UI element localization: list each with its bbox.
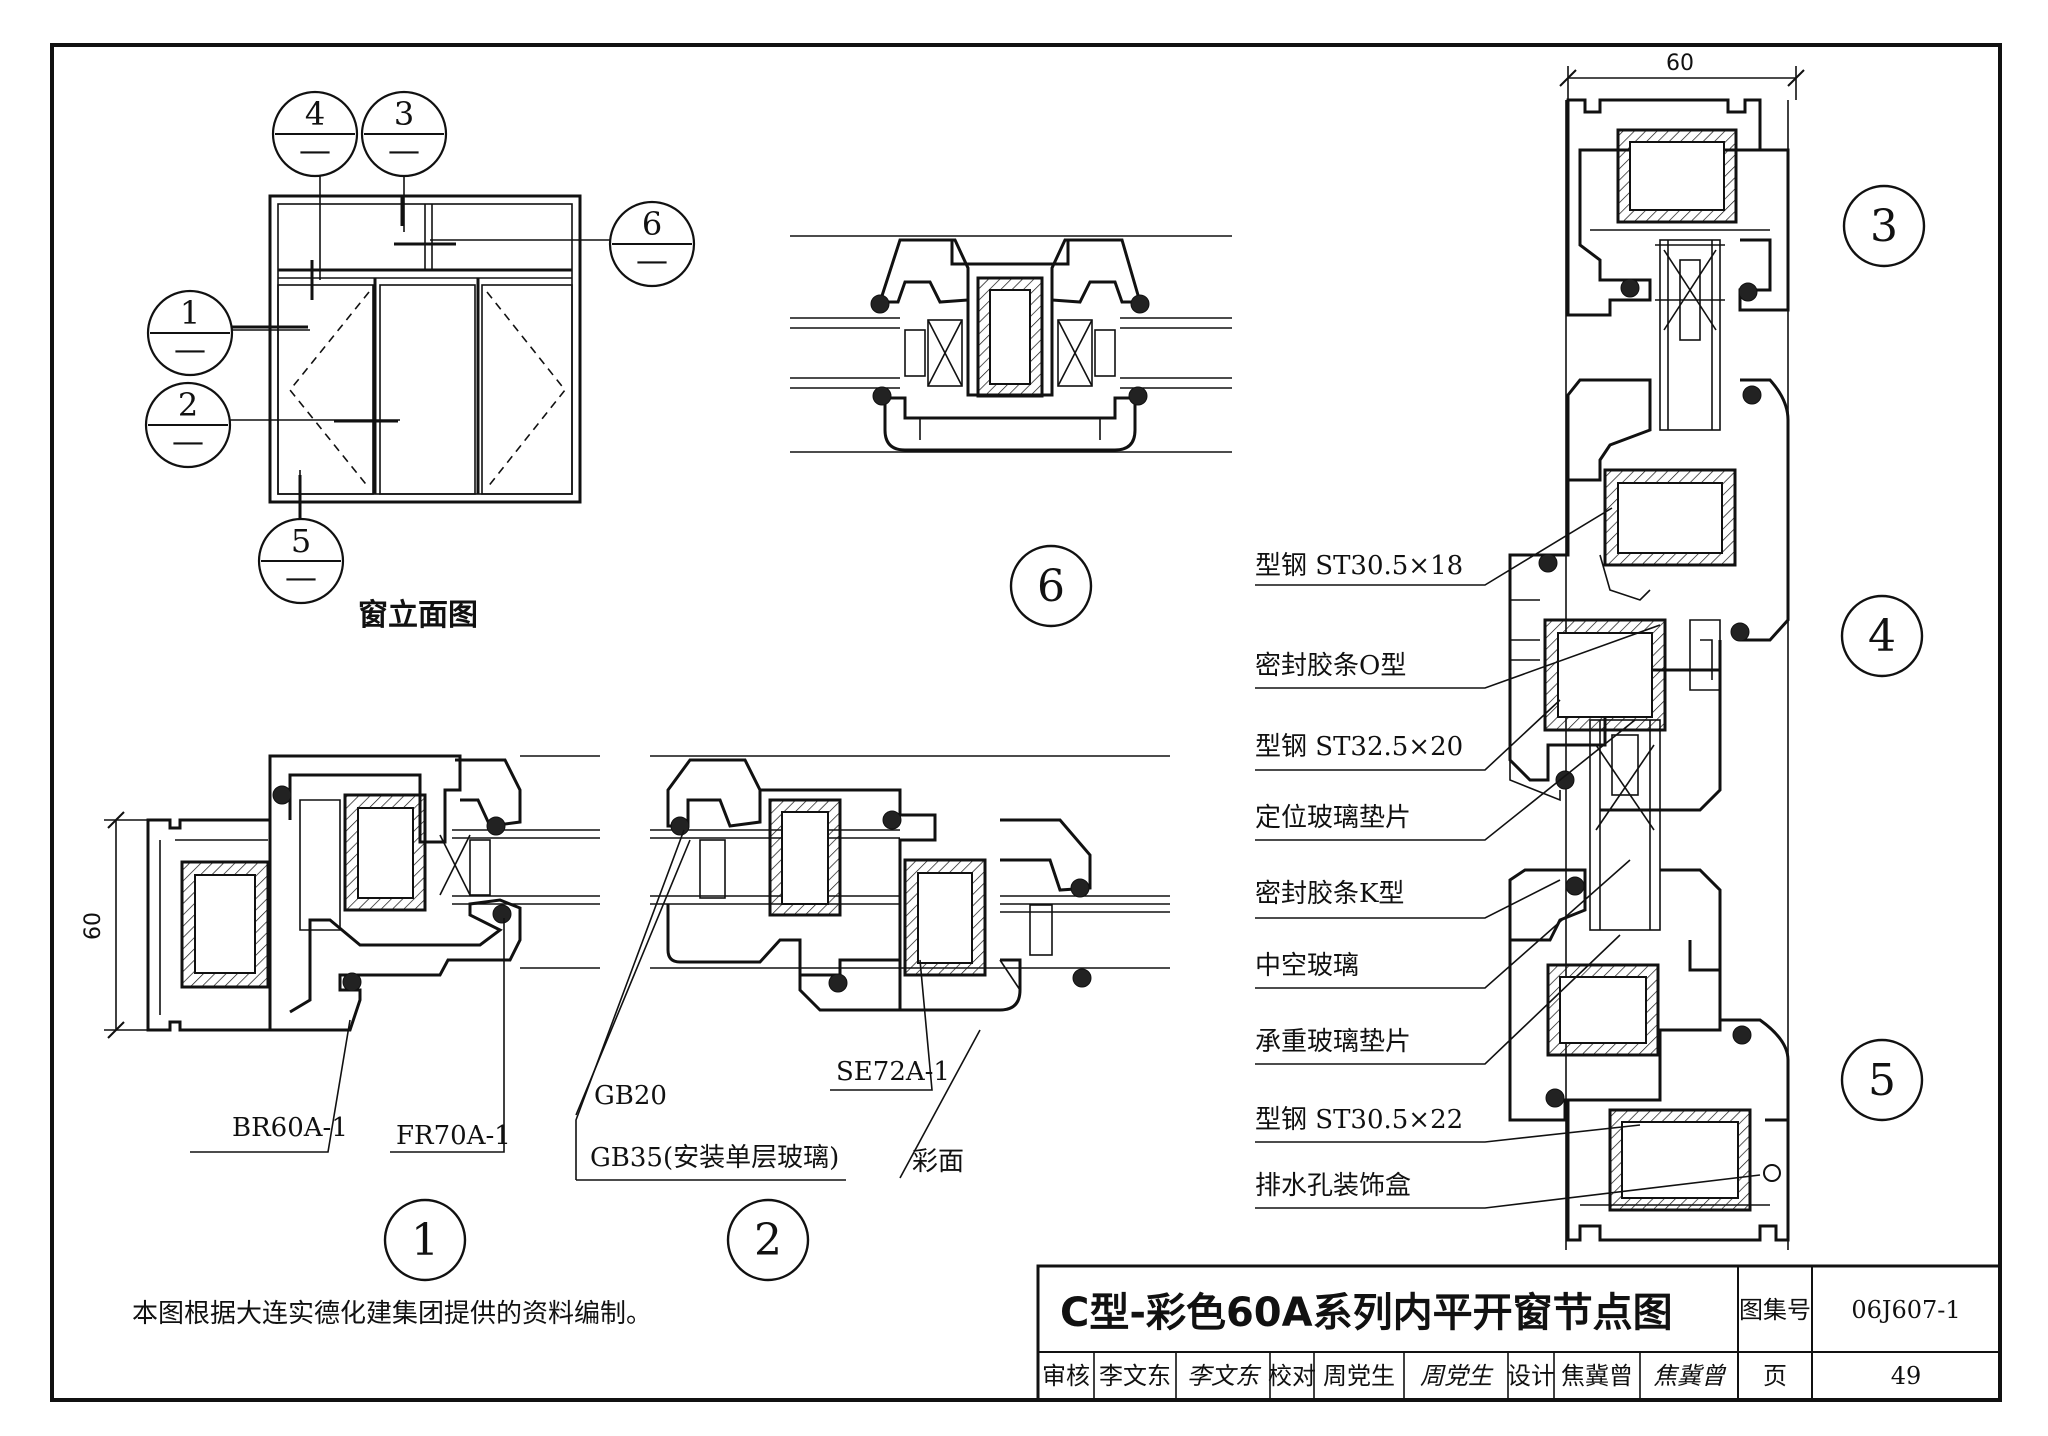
callout-3[interactable]: 3 —: [360, 90, 448, 178]
callout-6[interactable]: 6 —: [608, 200, 696, 288]
elevation-caption: 窗立面图: [358, 598, 478, 633]
vertical-section-drawing: [1508, 66, 1805, 1250]
label-gb20: GB20: [594, 1081, 667, 1111]
page-number: 49: [1891, 1362, 1922, 1390]
callout-6-number: 6: [642, 205, 662, 243]
label-br60a: BR60A-1: [232, 1113, 348, 1143]
section-3-number: 3: [1870, 201, 1898, 252]
right-label-9: 排水孔装饰盒: [1255, 1171, 1411, 1201]
dimension-left: 60: [81, 811, 150, 1039]
design-name: 焦冀曾: [1561, 1362, 1633, 1390]
section-1-label[interactable]: 1: [383, 1198, 467, 1282]
right-label-8: 型钢 ST30.5×22: [1255, 1105, 1463, 1135]
right-label-6: 中空玻璃: [1255, 951, 1359, 981]
dimension-left-value: 60: [81, 912, 106, 940]
section-6-drawing: [790, 235, 1232, 453]
right-label-5: 密封胶条K型: [1255, 879, 1404, 909]
check-name: 周党生: [1323, 1362, 1395, 1390]
source-note: 本图根据大连实德化建集团提供的资料编制。: [132, 1299, 652, 1329]
callout-6-sub: —: [636, 241, 668, 279]
review-signature: 李文东: [1187, 1362, 1262, 1390]
section-4-label[interactable]: 4: [1840, 594, 1924, 678]
callout-1-number: 1: [180, 294, 200, 332]
callout-4[interactable]: 4 —: [271, 90, 359, 178]
callout-4-number: 4: [305, 95, 325, 133]
section-5-label[interactable]: 5: [1840, 1038, 1924, 1122]
section-2-label[interactable]: 2: [726, 1198, 810, 1282]
callout-2-number: 2: [178, 386, 198, 424]
right-label-1: 型钢 ST30.5×18: [1255, 551, 1463, 581]
callout-2[interactable]: 2 —: [144, 381, 232, 469]
drawing-title: C型-彩色60A系列内平开窗节点图: [1060, 1290, 1673, 1336]
callout-5-sub: —: [285, 558, 317, 596]
callout-4-sub: —: [299, 131, 331, 169]
section-1-2-drawing: [146, 745, 1170, 1032]
callout-3-sub: —: [388, 131, 420, 169]
title-block: [1036, 1264, 2002, 1402]
review-name: 李文东: [1099, 1362, 1171, 1390]
design-label: 设计: [1507, 1362, 1555, 1390]
section-2-number: 2: [754, 1215, 782, 1266]
window-elevation: [224, 170, 612, 545]
right-label-3: 型钢 ST32.5×20: [1255, 732, 1463, 762]
review-label: 审核: [1042, 1362, 1090, 1390]
label-caimian: 彩面: [912, 1147, 964, 1177]
callout-1[interactable]: 1 —: [146, 289, 234, 377]
section-5-number: 5: [1868, 1055, 1896, 1106]
section-3-label[interactable]: 3: [1842, 184, 1926, 268]
section-6-label[interactable]: 6: [1009, 544, 1093, 628]
check-signature: 周党生: [1420, 1362, 1494, 1390]
callout-5-number: 5: [291, 522, 311, 560]
section-1-number: 1: [411, 1215, 439, 1266]
callout-2-sub: —: [172, 422, 204, 460]
callout-3-number: 3: [394, 95, 414, 133]
label-gb35: GB35(安装单层玻璃): [590, 1143, 839, 1173]
right-label-2: 密封胶条O型: [1255, 651, 1406, 681]
atlas-no-value: 06J607-1: [1851, 1296, 1960, 1324]
callout-1-sub: —: [174, 330, 206, 368]
label-se72a: SE72A-1: [836, 1057, 950, 1087]
right-label-4: 定位玻璃垫片: [1255, 803, 1411, 833]
sheet-border: [50, 43, 2002, 1402]
callout-5[interactable]: 5 —: [257, 517, 345, 605]
section-4-number: 4: [1868, 611, 1896, 662]
right-label-leaders: [1255, 507, 1761, 1209]
section-6-number: 6: [1037, 561, 1065, 612]
section-1-2-leaders: [190, 829, 981, 1181]
label-fr70a: FR70A-1: [396, 1121, 511, 1151]
page-label: 页: [1763, 1362, 1787, 1390]
right-label-7: 承重玻璃垫片: [1255, 1027, 1411, 1057]
design-signature: 焦冀曾: [1653, 1362, 1727, 1390]
dimension-top-value: 60: [1666, 51, 1694, 76]
check-label: 校对: [1268, 1362, 1316, 1390]
atlas-no-label: 图集号: [1739, 1296, 1811, 1324]
